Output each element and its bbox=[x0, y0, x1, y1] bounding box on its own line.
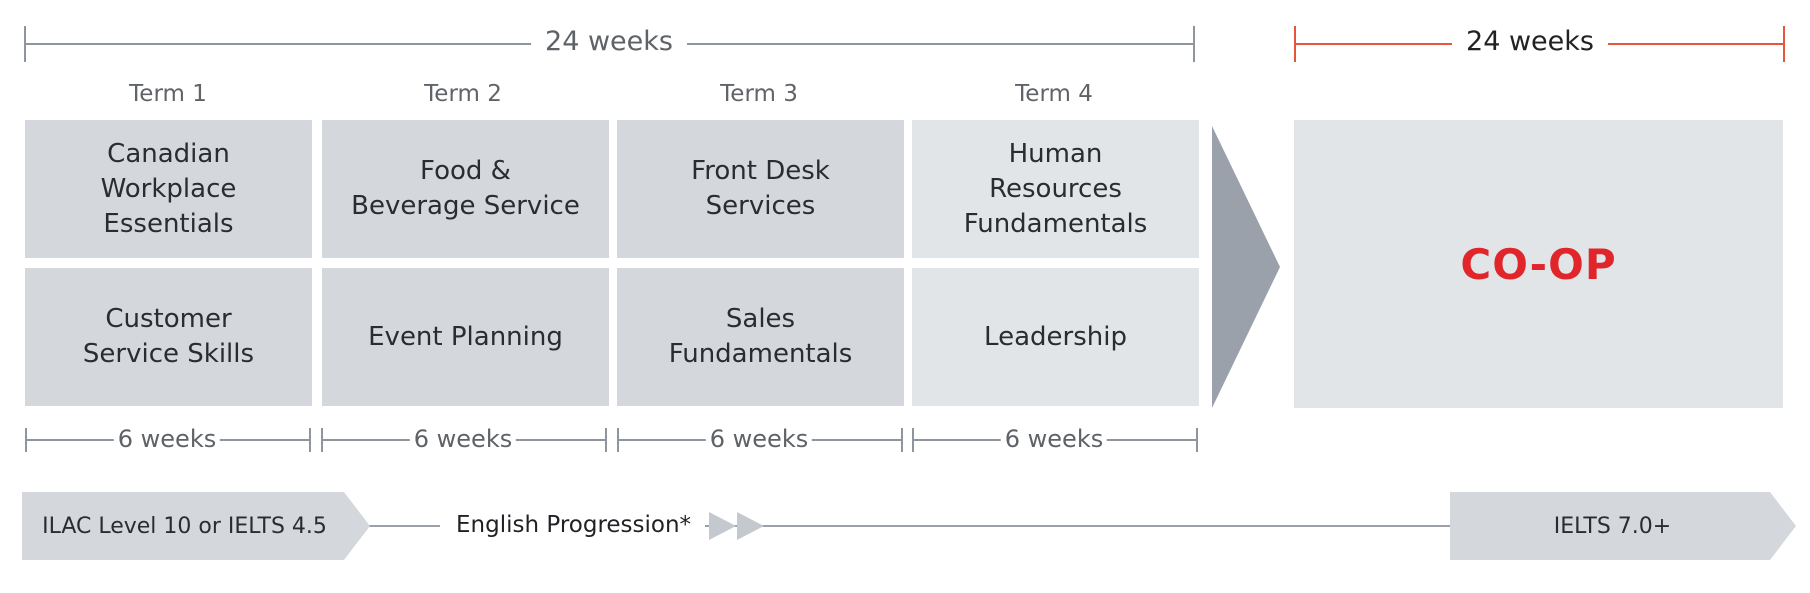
duration-tick bbox=[901, 428, 903, 452]
course-title: Food & Beverage Service bbox=[351, 156, 580, 221]
course-title: Customer Service Skills bbox=[82, 304, 255, 369]
course-title: Sales Fundamentals bbox=[668, 304, 853, 369]
double-chevron-icon bbox=[709, 512, 764, 540]
coop-span-tick-right bbox=[1783, 26, 1785, 62]
coop-box: CO-OP bbox=[1294, 120, 1783, 408]
term-3-heading: Term 3 bbox=[720, 81, 798, 107]
course-box-term3-a: Front Desk Services bbox=[617, 120, 904, 258]
duration-tick bbox=[1196, 428, 1198, 452]
english-start-label: ILAC Level 10 or IELTS 4.5 bbox=[42, 513, 327, 539]
english-start-tag bbox=[22, 492, 370, 560]
program-span-label: 24 weeks bbox=[531, 26, 687, 57]
term-2-heading: Term 2 bbox=[424, 81, 502, 107]
course-box-term2-a: Food & Beverage Service bbox=[322, 120, 609, 258]
english-end-label: IELTS 7.0+ bbox=[1553, 513, 1672, 539]
course-box-term1-b: Customer Service Skills bbox=[25, 268, 312, 406]
duration-label: 6 weeks bbox=[1000, 425, 1108, 453]
term-1-heading: Term 1 bbox=[129, 81, 207, 107]
term-4-heading: Term 4 bbox=[1015, 81, 1093, 107]
coop-span-tick-left bbox=[1294, 26, 1296, 62]
course-box-term3-b: Sales Fundamentals bbox=[617, 268, 904, 406]
duration-tick bbox=[309, 428, 311, 452]
coop-label: CO-OP bbox=[1460, 239, 1617, 289]
course-title: Front Desk Services bbox=[691, 156, 830, 221]
course-box-term2-b: Event Planning bbox=[322, 268, 609, 406]
duration-tick bbox=[25, 428, 27, 452]
duration-label: 6 weeks bbox=[409, 425, 517, 453]
duration-tick bbox=[617, 428, 619, 452]
program-span-tick-left bbox=[24, 26, 26, 62]
program-span-tick-right bbox=[1193, 26, 1195, 62]
course-box-term4-a: Human Resources Fundamentals bbox=[912, 120, 1199, 258]
coop-span-label: 24 weeks bbox=[1452, 26, 1608, 57]
duration-label: 6 weeks bbox=[113, 425, 221, 453]
course-title: Leadership bbox=[984, 321, 1127, 352]
duration-label: 6 weeks bbox=[705, 425, 813, 453]
duration-tick bbox=[321, 428, 323, 452]
course-box-term4-b: Leadership bbox=[912, 268, 1199, 406]
course-title: Event Planning bbox=[368, 321, 563, 352]
english-end-tag bbox=[1450, 492, 1796, 560]
english-progression-line bbox=[368, 525, 1453, 527]
duration-tick bbox=[912, 428, 914, 452]
duration-tick bbox=[605, 428, 607, 452]
course-title: Human Resources Fundamentals bbox=[963, 138, 1148, 239]
english-progression-label: English Progression* bbox=[440, 512, 706, 538]
progression-arrow-icon bbox=[1212, 126, 1280, 408]
course-box-term1-a: Canadian Workplace Essentials bbox=[25, 120, 312, 258]
course-title: Canadian Workplace Essentials bbox=[100, 138, 237, 239]
